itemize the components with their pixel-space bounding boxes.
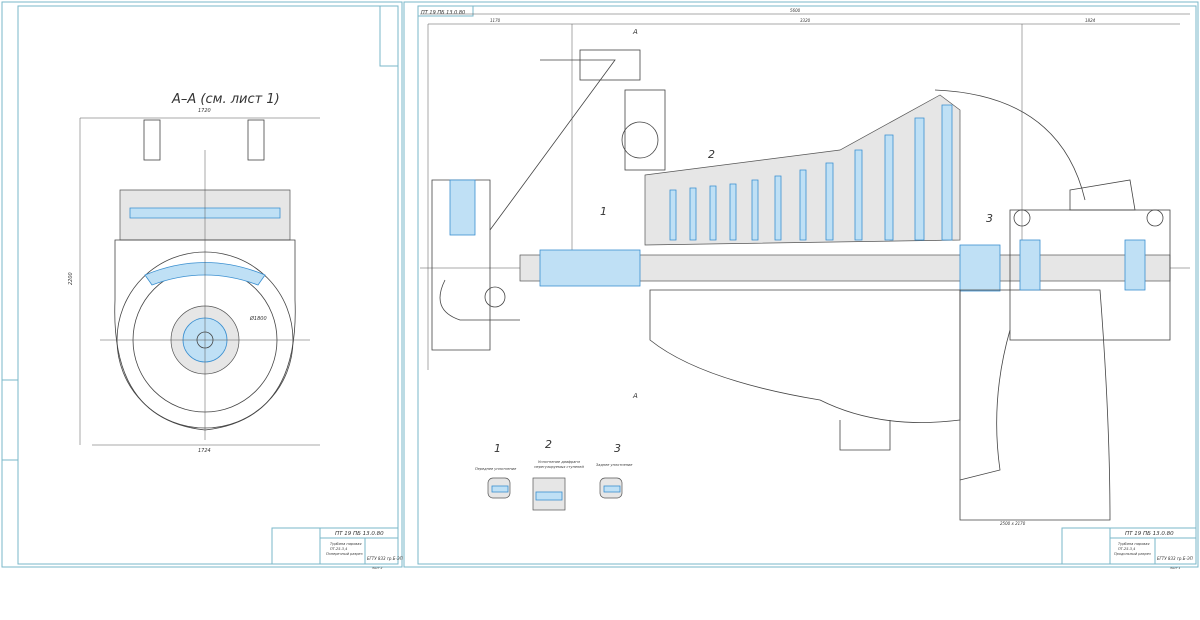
detail-number: 2: [545, 438, 552, 451]
doc-name: ПТ-25-3,4: [1118, 547, 1135, 551]
detail-label: Переднее уплотнение: [475, 467, 516, 471]
doc-name: Поперечный разрез: [326, 552, 363, 556]
detail-label: Заднее уплотнение: [596, 463, 632, 467]
detail-3: 3 Заднее уплотнение: [596, 442, 632, 499]
callout-1: 1: [600, 205, 607, 218]
stamp-code: ПТ 19 ПБ 13.0.80: [335, 531, 384, 537]
title-block-1: ПТ 19 ПБ 13.0.80 Турбина паровая ПТ-25-3…: [271, 527, 403, 570]
sheet-1: А–А (см. лист 1) 1720 1724 Ø1800 2200: [1, 1, 403, 570]
dim-d3: 1824: [1085, 18, 1096, 23]
corner-code: ПТ 19 ПБ 13.0.80: [421, 10, 465, 16]
stamp-code: ПТ 19 ПБ 13.0.80: [1125, 531, 1174, 537]
dim-width: 1724: [198, 448, 211, 454]
callout-2: 2: [708, 148, 715, 161]
dim-dia: Ø1800: [249, 315, 267, 322]
dim-height: 2200: [68, 272, 74, 285]
doc-name: Турбина паровая: [330, 542, 362, 546]
doc-name: ПТ-25-3,4: [330, 547, 347, 551]
doc-name: Турбина паровая: [1118, 542, 1150, 546]
doc-name: Продольный разрез: [1114, 552, 1151, 556]
dim-d2: 3320: [800, 18, 811, 23]
detail-number: 3: [614, 442, 621, 455]
dim-total: 5600: [790, 8, 801, 13]
longitudinal-section-view: 2500 x 2170: [431, 49, 1171, 526]
detail-2: 2 Уплотнение диафрагм нерегулируемых сту…: [532, 438, 584, 511]
org: ЕГТУ 833 гр.Б-ЭП: [1157, 556, 1193, 561]
sheet-label: Лист 2: [371, 566, 383, 570]
blade-stages: [669, 104, 953, 241]
dim-d1: 1170: [490, 18, 501, 23]
cross-section-view: Ø1800 2200: [68, 119, 310, 440]
sheet-label: Лист 1: [1169, 566, 1181, 570]
org: ЕГТУ 833 гр.Б-ЭП: [367, 556, 403, 561]
detail-number: 1: [494, 442, 501, 455]
detail-1: 1 Переднее уплотнение: [475, 442, 516, 499]
callout-3: 3: [986, 212, 993, 225]
detail-label-box: Уплотнение диафрагм нерегулируемых ступе…: [534, 460, 584, 469]
dim-top: 1720: [198, 108, 211, 114]
detail-label: Уплотнение диафрагм нерегулируемых ступе…: [534, 460, 584, 469]
section-mark-a-bottom: А: [632, 392, 638, 400]
section-mark-a-top: А: [632, 28, 638, 36]
sheet-2: ПТ 19 ПБ 13.0.80 5600 1170 3320 1824 А А: [403, 1, 1199, 570]
dim-bottom: 2500 x 2170: [1000, 521, 1026, 526]
title-block-2: ПТ 19 ПБ 13.0.80 Турбина паровая ПТ-25-3…: [1061, 527, 1197, 570]
section-title: А–А (см. лист 1): [171, 92, 280, 107]
